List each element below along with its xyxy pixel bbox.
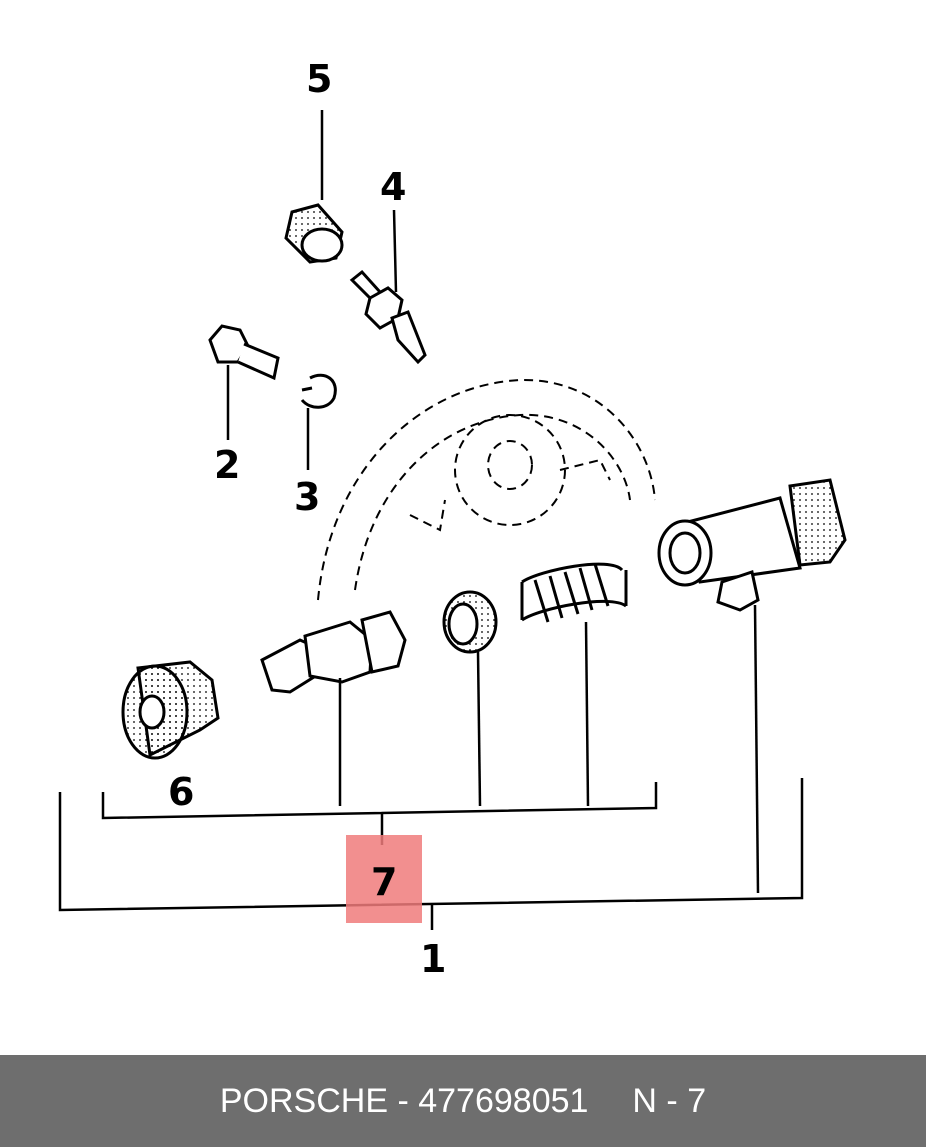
bleeder-screw	[349, 269, 427, 365]
callout-6: 6	[168, 770, 194, 814]
piston	[260, 610, 407, 694]
circlip	[300, 373, 337, 409]
cylinder-body	[657, 478, 847, 612]
callout-5: 5	[306, 57, 332, 101]
spring	[520, 562, 628, 623]
cup-seal	[442, 590, 498, 654]
reference-label: N - 7	[632, 1081, 707, 1120]
brake-drum-outline	[317, 378, 656, 601]
separator: -	[388, 1081, 419, 1120]
callout-4: 4	[380, 165, 406, 209]
callout-2: 2	[214, 443, 240, 487]
highlight-box	[346, 835, 422, 923]
footer-bar: PORSCHE - 477698051 N - 7	[0, 1055, 926, 1147]
bracket-group-1	[58, 778, 804, 930]
bleeder-cap	[284, 203, 344, 264]
brand-label: PORSCHE	[219, 1081, 389, 1120]
part-number: 477698051	[418, 1081, 589, 1120]
parts-diagram: 5 4 2 3 6 7 1	[58, 57, 847, 981]
callout-3: 3	[294, 475, 320, 519]
callout-1: 1	[420, 937, 446, 981]
hex-bolt	[208, 324, 280, 381]
dust-boot	[121, 660, 220, 760]
leader-lines	[226, 110, 760, 894]
callout-7: 7	[371, 860, 397, 904]
